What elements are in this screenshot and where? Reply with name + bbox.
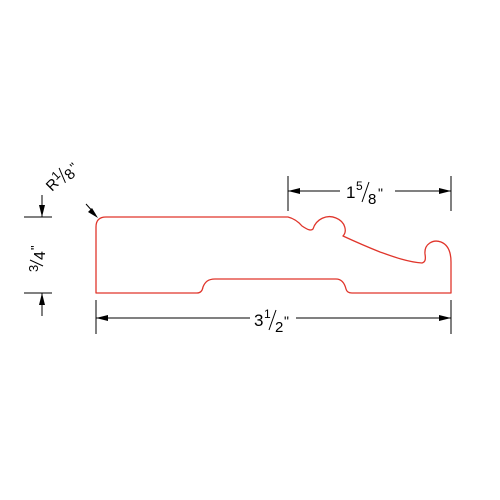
overall-width-label: 3 1 2 " (254, 307, 289, 336)
overall-width-unit: " (284, 313, 289, 329)
overall-width-whole: 3 (254, 311, 263, 330)
thickness-dimension: 3 4 " (24, 195, 52, 316)
top-width-num: 5 (356, 179, 363, 193)
radius-arrow (88, 208, 98, 218)
overall-width-fraction-bar (268, 309, 277, 331)
top-width-whole: 1 (346, 183, 355, 202)
top-width-unit: " (378, 185, 383, 201)
overall-width-dimension: 3 1 2 " (95, 300, 452, 336)
thickness-arrow-bottom (39, 293, 45, 305)
top-width-arrow-left (288, 188, 300, 194)
thickness-arrow-top (39, 205, 45, 217)
top-width-fraction-bar (361, 181, 370, 203)
thickness-unit: " (28, 245, 43, 250)
radius-fraction-bar (58, 167, 66, 184)
molding-profile-outline (95, 215, 452, 294)
thickness-num: 3 (26, 265, 41, 272)
top-width-arrow-right (439, 188, 451, 194)
thickness-fraction-bar (29, 259, 44, 267)
radius-label: R 1 8 " (43, 159, 81, 194)
overall-width-num: 1 (264, 307, 271, 321)
top-width-den: 8 (368, 191, 376, 208)
radius-callout: R 1 8 " (43, 159, 98, 218)
top-width-dimension: 1 5 8 " (287, 176, 452, 211)
overall-width-arrow-right (439, 315, 451, 321)
top-width-label: 1 5 8 " (346, 179, 383, 208)
thickness-den: 4 (32, 251, 49, 260)
overall-width-den: 2 (275, 319, 283, 336)
thickness-label: 3 4 " (26, 245, 49, 272)
overall-width-arrow-left (96, 315, 108, 321)
